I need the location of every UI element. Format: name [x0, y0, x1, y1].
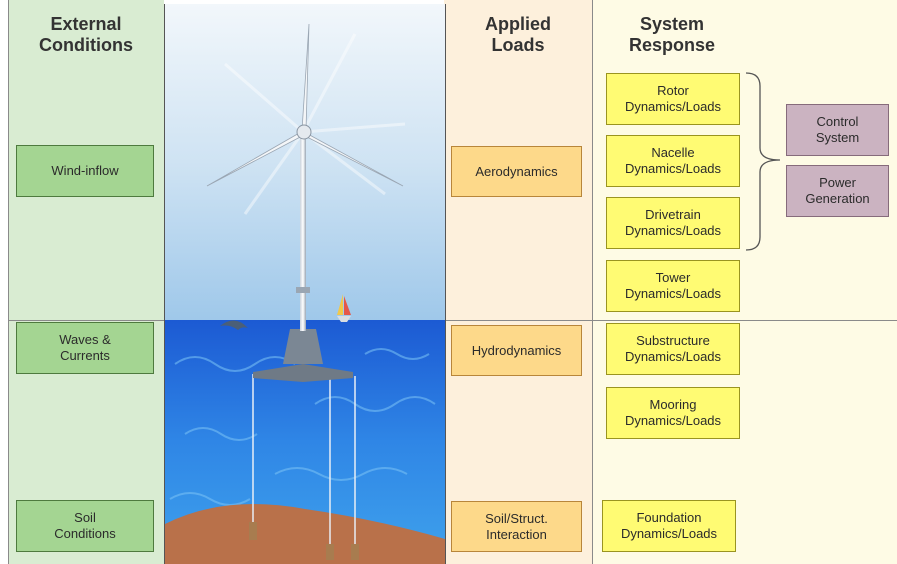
- tower-flange: [296, 287, 310, 293]
- soil-structure-interaction-box: Soil/Struct. Interaction: [451, 501, 582, 552]
- wind-inflow-box: Wind-inflow: [16, 145, 154, 197]
- offshore-wind-turbine-illustration: [164, 4, 446, 564]
- platform-column: [283, 329, 323, 364]
- rotor-dynamics-box: Rotor Dynamics/Loads: [606, 73, 740, 125]
- tower-dynamics-box: Tower Dynamics/Loads: [606, 260, 740, 312]
- external-conditions-header: External Conditions: [39, 14, 133, 55]
- applied-loads-header: Applied Loads: [485, 14, 551, 55]
- system-response-header: System Response: [628, 14, 716, 55]
- sea-level-divider-right: [444, 320, 897, 321]
- substructure-dynamics-box: Substructure Dynamics/Loads: [606, 323, 740, 375]
- grouping-brace: [745, 72, 781, 251]
- rotor-motion-blur: [224, 33, 406, 215]
- applied-loads-column: [444, 0, 592, 564]
- sea-level-divider-left: [8, 320, 164, 321]
- foundation-dynamics-box: Foundation Dynamics/Loads: [602, 500, 736, 552]
- mooring-lines: [252, 374, 356, 554]
- water-caustics: [169, 348, 436, 506]
- hydrodynamics-box: Hydrodynamics: [451, 325, 582, 376]
- rotor-blades: [206, 23, 404, 187]
- tower: [300, 136, 306, 331]
- external-conditions-column: [8, 0, 164, 564]
- seabed: [165, 504, 445, 564]
- control-system-box: Control System: [786, 104, 889, 156]
- drivetrain-dynamics-box: Drivetrain Dynamics/Loads: [606, 197, 740, 249]
- waves-currents-box: Waves & Currents: [16, 322, 154, 374]
- sailboat: [337, 294, 351, 322]
- nacelle-dynamics-box: Nacelle Dynamics/Loads: [606, 135, 740, 187]
- rotor-hub: [296, 124, 312, 140]
- dolphin: [220, 320, 248, 330]
- aerodynamics-box: Aerodynamics: [451, 146, 582, 197]
- soil-conditions-box: Soil Conditions: [16, 500, 154, 552]
- platform-base: [253, 364, 353, 382]
- mooring-dynamics-box: Mooring Dynamics/Loads: [606, 387, 740, 439]
- power-generation-box: Power Generation: [786, 165, 889, 217]
- anchors: [249, 522, 359, 560]
